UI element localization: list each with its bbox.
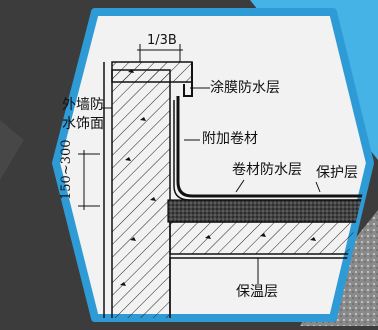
dimension-top-label: 1/3B	[147, 33, 177, 48]
left-accent-shape	[0, 120, 24, 180]
ceiling-line	[169, 257, 370, 318]
outer-wall-label-line1: 外墙防	[62, 97, 104, 113]
leader-membrane	[235, 179, 245, 193]
aggregate-marks	[120, 69, 316, 286]
outer-wall-label-line2: 水饰面	[62, 116, 104, 132]
roof-slab	[169, 221, 370, 255]
waterproof-membrane	[176, 96, 370, 198]
parapet-cap	[111, 61, 193, 83]
membrane-waterproof-label: 卷材防水层	[232, 162, 302, 178]
insulation-label: 保温层	[236, 284, 278, 300]
coping-drip	[183, 62, 193, 97]
additional-membrane-label: 附加卷材	[202, 131, 258, 147]
construction-detail	[78, 44, 370, 318]
protection-label: 保护层	[316, 165, 358, 181]
leader-protection	[315, 181, 321, 193]
additional-membrane-line	[173, 100, 370, 201]
height-dimension-label: 150~300	[59, 139, 74, 200]
wall-section	[111, 69, 171, 318]
coating-waterproof-label: 涂膜防水层	[210, 80, 280, 96]
protection-layer	[167, 199, 370, 223]
